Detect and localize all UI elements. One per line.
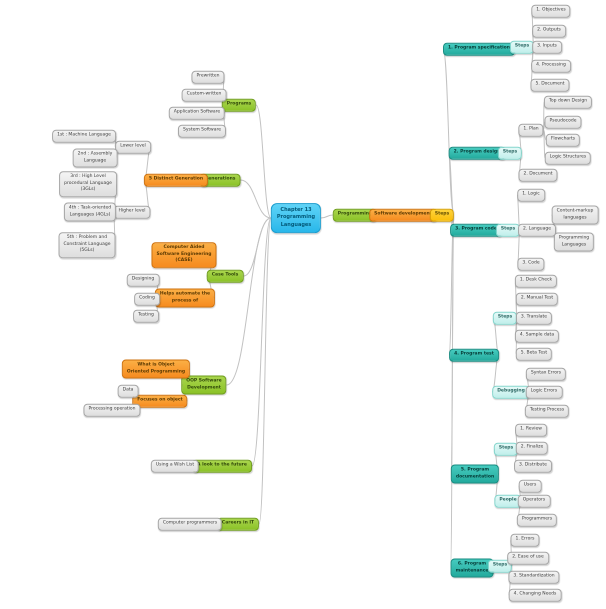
- node-case[interactable]: Computer Aided Software Engineering (CAS…: [151, 242, 217, 268]
- node-compprog[interactable]: Computer programmers: [157, 517, 223, 531]
- node-language[interactable]: 2. Language: [518, 223, 556, 237]
- node-document1[interactable]: 5. Document: [530, 78, 570, 92]
- edge-root-careers: [258, 217, 272, 525]
- node-steps4[interactable]: Steps: [492, 311, 518, 325]
- node-coding[interactable]: Coding: [134, 292, 160, 306]
- node-sampledata[interactable]: 4. Sample data: [514, 329, 560, 343]
- node-standardization[interactable]: 3. Standardization: [508, 570, 560, 584]
- node-highlevel3[interactable]: 3rd : High Level procedural Language (3G…: [59, 171, 117, 197]
- node-test[interactable]: 4. Program test: [449, 348, 499, 362]
- node-machine[interactable]: 1st : Machine Language: [52, 129, 116, 143]
- node-careers[interactable]: Careers in IT: [216, 517, 260, 531]
- node-documentation[interactable]: 5. Program documentation: [450, 464, 500, 484]
- node-plan[interactable]: 1. Plan: [518, 123, 544, 137]
- node-logicerrors[interactable]: Logic Errors: [525, 385, 563, 399]
- node-helpsautomate[interactable]: Helps automate the process of: [154, 288, 216, 308]
- node-logicstruct[interactable]: Logic Structures: [544, 151, 592, 165]
- node-steps-main[interactable]: Steps: [429, 208, 455, 222]
- edge-steps-main-spec: [442, 48, 455, 216]
- node-inputs[interactable]: 3. Inputs: [532, 40, 562, 54]
- node-contentmarkup[interactable]: Content-markup languages: [551, 205, 599, 225]
- node-lowerlevel[interactable]: Lower level: [115, 140, 151, 154]
- edge-root-generations: [240, 179, 272, 219]
- node-designing[interactable]: Designing: [126, 273, 160, 287]
- node-software-dev[interactable]: Software development: [369, 208, 437, 222]
- node-betatest[interactable]: 5. Beta Test: [515, 347, 553, 361]
- node-casetools[interactable]: Case Tools: [206, 269, 244, 283]
- node-problemconstraint[interactable]: 5th : Problem and Constraint Language (5…: [58, 232, 116, 258]
- node-syntaxerrors[interactable]: Syntax Errors: [525, 367, 567, 381]
- node-wishlist[interactable]: Using a Wish List: [150, 459, 200, 473]
- edge-root-programs: [255, 104, 272, 219]
- node-oop[interactable]: OOP Software Development: [181, 375, 227, 395]
- edge-root-future: [251, 217, 272, 467]
- node-higherlevel[interactable]: Higher level: [113, 205, 151, 219]
- node-deskcheck[interactable]: 1. Desk Check: [514, 274, 558, 288]
- node-focuses[interactable]: Focuses on object: [132, 394, 188, 408]
- node-changingneeds[interactable]: 4. Changing Needs: [508, 588, 562, 602]
- node-design[interactable]: 2. Program design: [448, 146, 506, 160]
- node-steps5[interactable]: Steps: [493, 442, 519, 456]
- node-distribute[interactable]: 3. Distribute: [514, 459, 552, 473]
- node-people[interactable]: People: [494, 494, 522, 508]
- node-spec[interactable]: 1. Program specification: [443, 42, 515, 56]
- edge-root-oop: [226, 217, 272, 386]
- node-testing[interactable]: Testing: [133, 309, 159, 323]
- node-steps2[interactable]: Steps: [497, 146, 523, 160]
- node-operators[interactable]: Operators: [517, 494, 551, 508]
- node-appsoftware[interactable]: Application Software: [168, 106, 226, 120]
- node-processing[interactable]: 4. Processing: [531, 59, 571, 73]
- node-errors[interactable]: 1. Errors: [510, 533, 540, 547]
- node-whatisoop[interactable]: What is Object Oriented Programming: [121, 359, 191, 379]
- node-translate[interactable]: 3. Translate: [515, 311, 553, 325]
- node-flowcharts[interactable]: Flowcharts: [545, 133, 581, 147]
- node-topdown[interactable]: Top down Design: [543, 95, 593, 109]
- node-pseudocode[interactable]: Pseudocode: [544, 115, 582, 129]
- node-code-branch[interactable]: 3. Program code: [450, 223, 502, 237]
- node-prewritten[interactable]: Prewritten: [191, 70, 225, 84]
- node-finalize[interactable]: 2. Finalize: [515, 441, 549, 455]
- node-easeofuse[interactable]: 2. Ease of use: [507, 551, 549, 565]
- node-code[interactable]: 3. Code: [517, 257, 545, 271]
- edge-root-programming: [320, 214, 334, 219]
- node-programmers[interactable]: Programmers: [516, 513, 558, 527]
- node-manualtest[interactable]: 2. Manual Test: [515, 292, 559, 306]
- node-assembly[interactable]: 2nd : Assembly Language: [72, 148, 118, 168]
- node-future[interactable]: A look to the future: [192, 459, 252, 473]
- node-syssoftware[interactable]: System Software: [177, 124, 227, 138]
- node-review[interactable]: 1. Review: [515, 423, 547, 437]
- node-users[interactable]: Users: [518, 479, 542, 493]
- node-customwritten[interactable]: Custom-written: [181, 88, 227, 102]
- node-programs[interactable]: Programs: [221, 98, 257, 112]
- node-steps3[interactable]: Steps: [495, 223, 521, 237]
- node-debugging[interactable]: Debugging: [492, 385, 530, 399]
- node-steps1[interactable]: Steps: [509, 40, 535, 54]
- node-outputs[interactable]: 2. Outputs: [532, 24, 566, 38]
- node-steps6[interactable]: Steps: [487, 559, 513, 573]
- node-objectives[interactable]: 1. Objectives: [531, 4, 571, 18]
- node-proglang[interactable]: Programming Languages: [553, 232, 595, 252]
- node-testingprocess[interactable]: Testing Process: [524, 404, 570, 418]
- node-fivedistinct[interactable]: 5 Distinct Generation: [143, 173, 209, 187]
- node-root[interactable]: Chapter 13 Programming Languages: [270, 203, 322, 233]
- node-logic[interactable]: 1. Logic: [517, 188, 545, 202]
- node-processingop[interactable]: Processing operation: [83, 403, 141, 417]
- node-data[interactable]: Data: [117, 384, 139, 398]
- node-document2[interactable]: 2. Document: [518, 168, 558, 182]
- node-taskoriented[interactable]: 4th : Task-oriented Languages (4GLs): [63, 202, 117, 222]
